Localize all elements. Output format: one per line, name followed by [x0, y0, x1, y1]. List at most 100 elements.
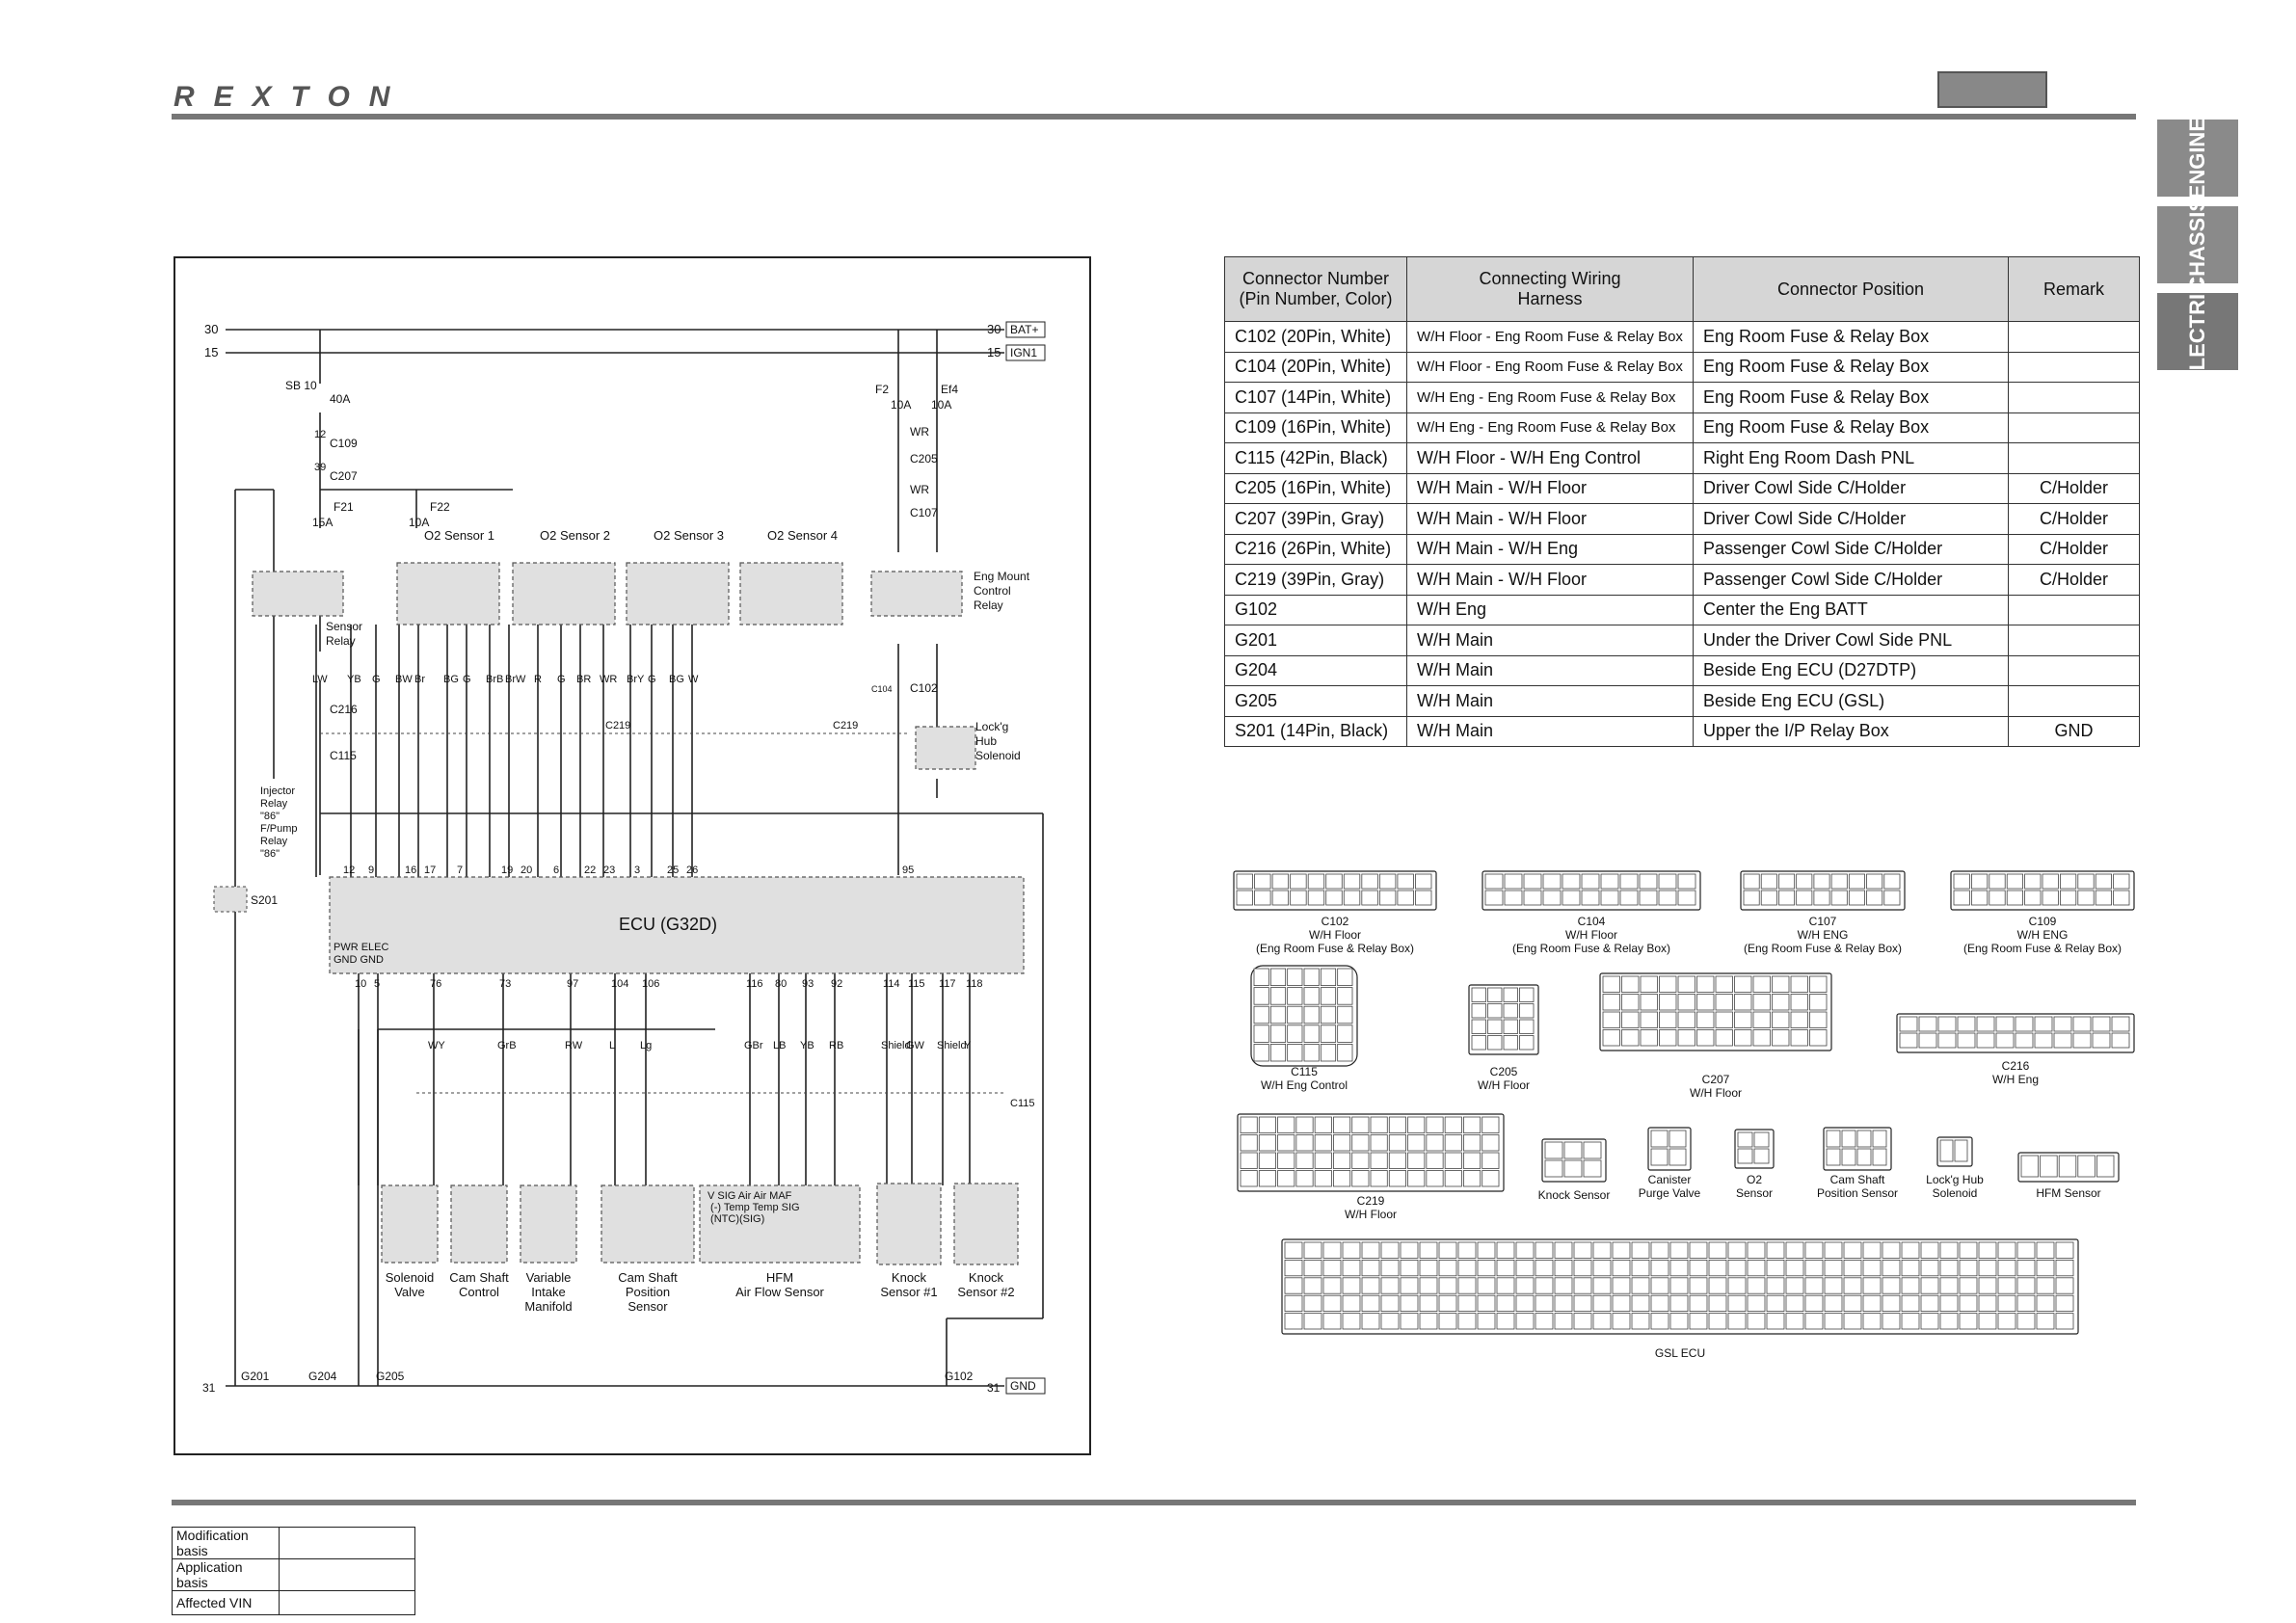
- table-cell: C216 (26Pin, White): [1224, 533, 1407, 565]
- table-cell: G205: [1224, 685, 1407, 717]
- table-cell: [2008, 321, 2140, 353]
- wire-color-label: Y: [964, 1040, 972, 1051]
- c115-label: C115: [330, 749, 357, 762]
- table-cell: [2008, 685, 2140, 717]
- sb10-label: SB 10: [285, 379, 317, 392]
- wire-color-label: BrB: [486, 674, 503, 685]
- wire-color-label: G: [648, 674, 656, 685]
- modification-value: [279, 1527, 415, 1559]
- tab-chassis[interactable]: CHASSIS: [2157, 198, 2238, 292]
- page-marker-box: [1937, 71, 2047, 108]
- table-cell: W/H Main - W/H Eng: [1406, 533, 1694, 565]
- table-cell: W/H Eng: [1406, 594, 1694, 625]
- wire-color-label: BG: [669, 674, 684, 685]
- table-cell: C/Holder: [2008, 503, 2140, 535]
- table-cell: W/H Floor - Eng Room Fuse & Relay Box: [1406, 321, 1694, 353]
- table-cell: W/H Main - W/H Floor: [1406, 564, 1694, 596]
- ecu-pin-label: 92: [831, 978, 842, 990]
- ecu-label: ECU (G32D): [619, 915, 717, 934]
- table-cell: GND: [2008, 715, 2140, 747]
- table-cell: C/Holder: [2008, 472, 2140, 504]
- col-wiring-harness: Connecting Wiring Harness: [1406, 256, 1694, 322]
- c104-label: C104: [871, 684, 893, 694]
- table-cell: C219 (39Pin, Gray): [1224, 564, 1407, 596]
- wire-color-label: L: [609, 1040, 615, 1051]
- table-cell: C/Holder: [2008, 533, 2140, 565]
- table-cell: C107 (14Pin, White): [1224, 382, 1407, 413]
- f22-label: F22: [430, 500, 450, 514]
- table-cell: C205 (16Pin, White): [1224, 472, 1407, 504]
- hfm-pins-label: V SIG Air Air MAF (-) Temp Temp SIG (NTC…: [707, 1190, 800, 1225]
- wire-color-label: G: [372, 674, 381, 685]
- connector-caption: Knock Sensor: [1538, 1188, 1611, 1202]
- modification-row: Application basis: [172, 1558, 415, 1591]
- table-cell: W/H Main: [1406, 654, 1694, 686]
- ecu-pin-label: 16: [405, 865, 416, 876]
- wire-color-label: Shield: [937, 1040, 967, 1051]
- ecu-pin-label: 25: [667, 865, 679, 876]
- rail-15-label: 15: [204, 345, 218, 359]
- table-cell: [2008, 412, 2140, 443]
- wire-color-label: BrW: [505, 674, 526, 685]
- wire-color-label: G: [557, 674, 566, 685]
- tab-engine[interactable]: ENGINE: [2157, 118, 2238, 199]
- c219-label-2: C219: [833, 720, 858, 732]
- ef4-label: Ef4: [941, 383, 958, 396]
- table-cell: C104 (20Pin, White): [1224, 351, 1407, 383]
- gnd-label: GND: [1010, 1379, 1036, 1393]
- ecu-pin-label: 104: [611, 978, 628, 990]
- table-cell: G102: [1224, 594, 1407, 625]
- col-connector-number: Connector Number (Pin Number, Color): [1224, 256, 1407, 322]
- table-row: C104 (20Pin, White)W/H Floor - Eng Room …: [1224, 351, 2140, 383]
- rail-30-label: 30: [204, 322, 218, 336]
- table-cell: C207 (39Pin, Gray): [1224, 503, 1407, 535]
- modification-label: Affected VIN: [172, 1590, 280, 1615]
- table-row: C109 (16Pin, White)W/H Eng - Eng Room Fu…: [1224, 412, 2140, 443]
- rail-15-right: 15: [987, 345, 1001, 359]
- ecu-pin-label: 6: [553, 865, 559, 876]
- ecu-pin-label: 20: [521, 865, 532, 876]
- ign-label: IGN1: [1010, 346, 1037, 359]
- wire-color-label: GrB: [497, 1040, 517, 1051]
- c102-label: C102: [910, 681, 938, 695]
- rail-31-right: 31: [987, 1381, 1001, 1395]
- wire-color-label: BR: [576, 674, 591, 685]
- wire-color-label: LW: [312, 674, 328, 685]
- table-cell: W/H Eng - Eng Room Fuse & Relay Box: [1406, 382, 1694, 413]
- rail-30-right: 30: [987, 322, 1001, 336]
- table-row: C107 (14Pin, White)W/H Eng - Eng Room Fu…: [1224, 382, 2140, 413]
- table-cell: Under the Driver Cowl Side PNL: [1693, 625, 2009, 656]
- modification-label: Application basis: [172, 1558, 280, 1591]
- table-cell: Passenger Cowl Side C/Holder: [1693, 564, 2009, 596]
- g102-label: G102: [945, 1370, 974, 1383]
- ecu-pin-label: 114: [883, 978, 900, 990]
- table-cell: S201 (14Pin, Black): [1224, 715, 1407, 747]
- tab-electric[interactable]: ELECTRIC: [2157, 279, 2238, 385]
- ecu-pin-label: 10: [355, 978, 366, 990]
- table-cell: W/H Eng - Eng Room Fuse & Relay Box: [1406, 412, 1694, 443]
- connector-caption: GSL ECU: [1655, 1346, 1705, 1360]
- table-cell: W/H Main: [1406, 685, 1694, 717]
- wire-color-label: WY: [428, 1040, 445, 1051]
- ecu-pin-label: 93: [802, 978, 814, 990]
- ecu-pin-label: 23: [603, 865, 615, 876]
- table-cell: C102 (20Pin, White): [1224, 321, 1407, 353]
- table-cell: W/H Main - W/H Floor: [1406, 472, 1694, 504]
- table-cell: C109 (16Pin, White): [1224, 412, 1407, 443]
